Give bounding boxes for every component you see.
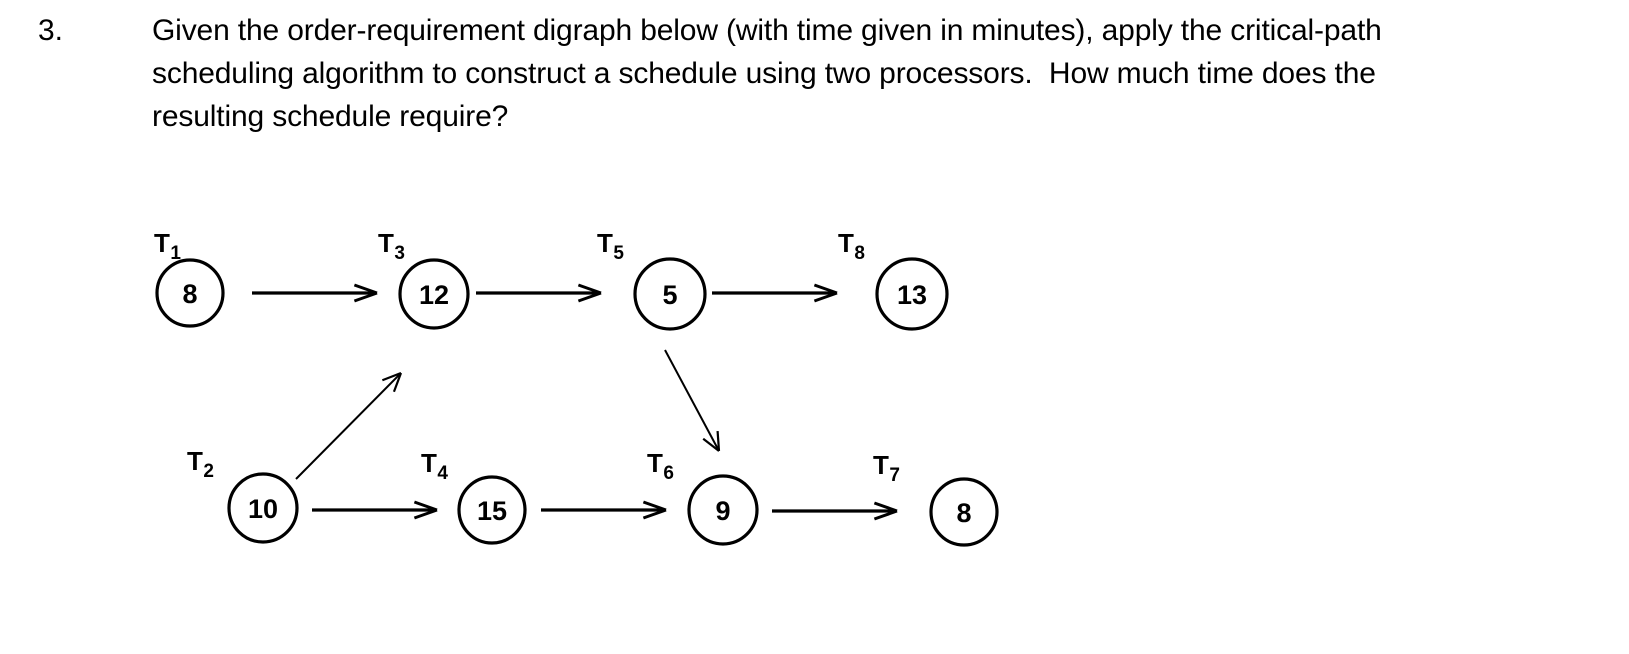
arrowhead-barb-2 <box>353 283 378 295</box>
node-circle-t8 <box>875 257 949 331</box>
node-label-t6: T6 <box>647 448 674 484</box>
arrowhead-barb-2 <box>716 430 721 452</box>
node-label-t3: T3 <box>378 228 405 264</box>
node-circle-t6 <box>687 474 759 546</box>
node-label-subscript-t3: 3 <box>394 243 405 264</box>
node-task-time-t2: 10 <box>248 494 278 524</box>
node-t6[interactable]: 9 <box>687 474 759 546</box>
node-label-subscript-t4: 4 <box>437 463 448 484</box>
node-circle-t1 <box>155 258 225 328</box>
arrowhead-barb-1 <box>413 508 438 520</box>
arrowhead-barb-2 <box>873 501 898 513</box>
node-label-t7: T7 <box>873 450 900 486</box>
node-label-subscript-t2: 2 <box>203 461 214 482</box>
arrowhead-barb-1 <box>577 291 602 303</box>
node-task-time-t4: 15 <box>477 496 507 526</box>
node-label-t2: T2 <box>187 446 214 482</box>
question-block: 3. Given the order-requirement digraph b… <box>0 0 1450 150</box>
node-label-t8: T8 <box>838 228 865 264</box>
node-t2[interactable]: 10 <box>227 472 299 544</box>
edges-layer <box>252 283 898 521</box>
question-text: Given the order-requirement digraph belo… <box>152 14 1390 133</box>
node-task-time-t1: 8 <box>182 279 197 309</box>
edge-t3-to-t5 <box>476 283 602 303</box>
node-circle-t3 <box>398 258 470 330</box>
node-label-subscript-t5: 5 <box>613 243 624 264</box>
node-t4[interactable]: 15 <box>457 475 527 545</box>
node-task-time-t6: 9 <box>715 496 730 526</box>
node-task-time-t3: 12 <box>419 280 449 310</box>
node-label-t5: T5 <box>597 228 624 264</box>
node-task-time-t5: 5 <box>662 280 677 310</box>
arrowhead-barb-1 <box>392 372 403 393</box>
node-t3[interactable]: 12 <box>398 258 470 330</box>
node-t8[interactable]: 13 <box>875 257 949 331</box>
node-t5[interactable]: 5 <box>633 257 707 331</box>
node-circle-t2 <box>227 472 299 544</box>
arrowhead-barb-2 <box>577 283 602 295</box>
node-circle-t4 <box>457 475 527 545</box>
edge-t6-to-t7 <box>772 501 898 521</box>
node-circle-t7 <box>929 477 999 547</box>
node-task-time-t8: 13 <box>897 280 927 310</box>
node-task-time-t7: 8 <box>956 498 971 528</box>
node-t1[interactable]: 8 <box>155 258 225 328</box>
node-label-t4: T4 <box>421 448 448 484</box>
question-number: 3. <box>38 14 64 47</box>
arrowhead-barb-1 <box>702 437 720 452</box>
arrowhead-barb-2 <box>413 500 438 512</box>
arrowhead-barb-2 <box>642 500 667 512</box>
edge-shaft <box>664 349 719 450</box>
edge-shaft <box>295 373 401 480</box>
edge-t4-to-t6 <box>541 500 667 520</box>
node-circle-t5 <box>633 257 707 331</box>
edge-t1-to-t3 <box>252 283 378 303</box>
arrowhead-barb-1 <box>353 291 378 303</box>
nodes-layer: 8 12 5 13 10 15 9 8 <box>155 257 999 547</box>
edge-t2-to-t3 <box>295 371 403 480</box>
arrowhead-barb-1 <box>642 508 667 520</box>
node-t7[interactable]: 8 <box>929 477 999 547</box>
node-label-t1: T1 <box>154 228 181 264</box>
edge-t5-to-t6 <box>664 349 721 452</box>
edge-t2-to-t4 <box>312 500 438 520</box>
node-label-subscript-t1: 1 <box>170 243 181 264</box>
arrowhead-barb-2 <box>381 371 402 382</box>
node-label-subscript-t8: 8 <box>854 243 865 264</box>
arrowhead-barb-1 <box>873 509 898 521</box>
edge-t5-to-t8 <box>712 283 838 303</box>
arrowhead-barb-1 <box>813 291 838 303</box>
arrowhead-barb-2 <box>813 283 838 295</box>
node-label-subscript-t7: 7 <box>889 465 900 486</box>
node-label-subscript-t6: 6 <box>663 463 674 484</box>
